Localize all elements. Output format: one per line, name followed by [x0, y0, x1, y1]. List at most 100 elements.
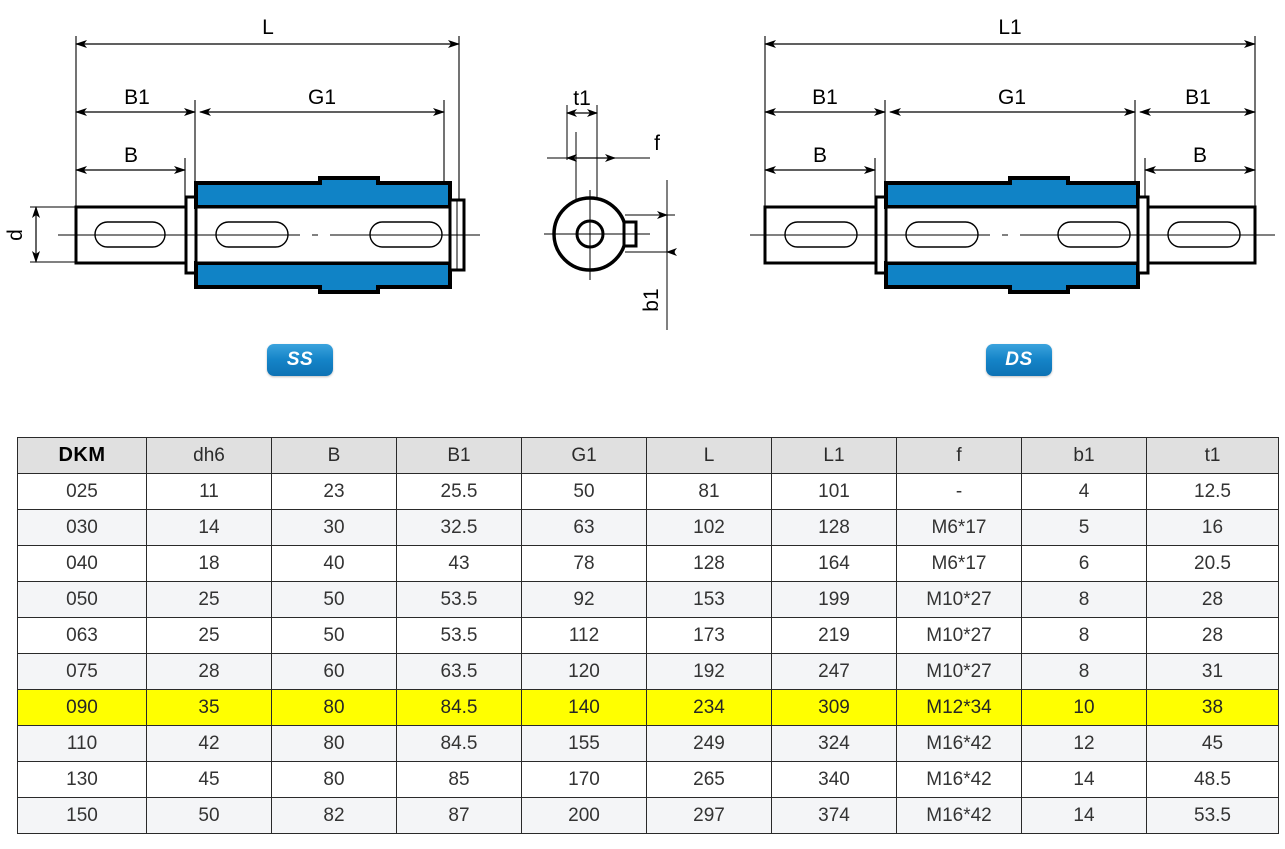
table-cell-dkm: 075 [17, 653, 147, 690]
dim-line-G1-ds: G1 [889, 86, 1136, 116]
table-cell-t1: 38 [1146, 689, 1279, 726]
table-header-cell-l1: L1 [771, 437, 897, 474]
dim-line-B-right: B [1144, 144, 1256, 174]
table-cell-t1: 28 [1146, 617, 1279, 654]
table-cell-l: 192 [646, 653, 772, 690]
variant-badge-ds: DS [986, 344, 1052, 376]
table-cell-dh6: 28 [146, 653, 272, 690]
table-cell-f: M12*34 [896, 689, 1022, 726]
dim-label-B1-left: B1 [812, 86, 838, 109]
table-cell-dh6: 45 [146, 761, 272, 798]
table-cell-dh6: 18 [146, 545, 272, 582]
table-cell-dkm: 150 [17, 797, 147, 834]
table-cell-f: M6*17 [896, 545, 1022, 582]
table-cell-l1: 101 [771, 473, 897, 510]
table-cell-g1: 78 [521, 545, 647, 582]
ss-body-upper-blue [194, 176, 452, 209]
table-header-cell-b: B [271, 437, 397, 474]
dim-label-B: B [124, 144, 138, 167]
table-cell-t1: 28 [1146, 581, 1279, 618]
table-cell-b1: 87 [396, 797, 522, 834]
ds-body-lower-blue [884, 261, 1140, 294]
table-cell-f: M16*42 [896, 797, 1022, 834]
table-cell-b1: 14 [1021, 797, 1147, 834]
dim-label-B1-right: B1 [1185, 86, 1211, 109]
table-cell-l1: 309 [771, 689, 897, 726]
dim-label-f: f [654, 132, 660, 155]
table-cell-g1: 200 [521, 797, 647, 834]
table-cell-dkm: 090 [17, 689, 147, 726]
table-cell-b: 82 [271, 797, 397, 834]
table-cell-dh6: 50 [146, 797, 272, 834]
dim-label-d: d [4, 229, 27, 241]
table-cell-b: 50 [271, 617, 397, 654]
dim-line-L: L [75, 16, 460, 48]
dim-label-t1: t1 [573, 87, 591, 110]
table-cell-b: 80 [271, 761, 397, 798]
table-cell-g1: 63 [521, 509, 647, 546]
table-header-cell-b1: b1 [1021, 437, 1147, 474]
table-header-cell-b1: B1 [396, 437, 522, 474]
table-header-cell-g1: G1 [521, 437, 647, 474]
table-cell-dkm: 050 [17, 581, 147, 618]
dim-line-t1: t1 [566, 87, 598, 117]
table-header-cell-dkm: DKM [17, 437, 147, 474]
ss-body-lower-blue [194, 261, 452, 294]
cross-section-drawing: t1 f b1 [544, 87, 677, 330]
table-cell-t1: 48.5 [1146, 761, 1279, 798]
dim-line-B1-right: B1 [1139, 86, 1256, 116]
dim-label-b1: b1 [640, 288, 663, 311]
table-cell-g1: 50 [521, 473, 647, 510]
dim-line-B1-left: B1 [764, 86, 886, 116]
table-cell-b1: 25.5 [396, 473, 522, 510]
table-header-cell-f: f [896, 437, 1022, 474]
table-cell-dkm: 130 [17, 761, 147, 798]
table-cell-l: 265 [646, 761, 772, 798]
table-cell-f: M16*42 [896, 761, 1022, 798]
table-cell-t1: 53.5 [1146, 797, 1279, 834]
table-cell-b1: 53.5 [396, 617, 522, 654]
dim-label-B1: B1 [124, 86, 150, 109]
table-header-cell-dh6: dh6 [146, 437, 272, 474]
table-cell-b1: 84.5 [396, 689, 522, 726]
table-cell-b1: 5 [1021, 509, 1147, 546]
table-cell-t1: 16 [1146, 509, 1279, 546]
table-cell-l1: 164 [771, 545, 897, 582]
dim-label-B-left: B [813, 144, 827, 167]
table-cell-l: 297 [646, 797, 772, 834]
table-cell-b1: 32.5 [396, 509, 522, 546]
table-cell-dkm: 110 [17, 725, 147, 762]
table-cell-dh6: 35 [146, 689, 272, 726]
section-center-lines [544, 190, 650, 280]
table-cell-dkm: 030 [17, 509, 147, 546]
table-cell-f: M10*27 [896, 581, 1022, 618]
table-cell-b1: 43 [396, 545, 522, 582]
table-cell-l1: 374 [771, 797, 897, 834]
table-cell-b: 23 [271, 473, 397, 510]
dim-label-G1-ds: G1 [998, 86, 1026, 109]
table-cell-dkm: 040 [17, 545, 147, 582]
table-cell-f: - [896, 473, 1022, 510]
table-cell-l: 249 [646, 725, 772, 762]
table-cell-b1: 63.5 [396, 653, 522, 690]
table-cell-b1: 8 [1021, 581, 1147, 618]
table-cell-g1: 140 [521, 689, 647, 726]
table-cell-b: 50 [271, 581, 397, 618]
table-cell-dh6: 42 [146, 725, 272, 762]
table-cell-l1: 247 [771, 653, 897, 690]
dim-line-G1: G1 [199, 86, 445, 116]
table-cell-l: 102 [646, 509, 772, 546]
dim-label-B-right: B [1193, 144, 1207, 167]
table-cell-g1: 92 [521, 581, 647, 618]
